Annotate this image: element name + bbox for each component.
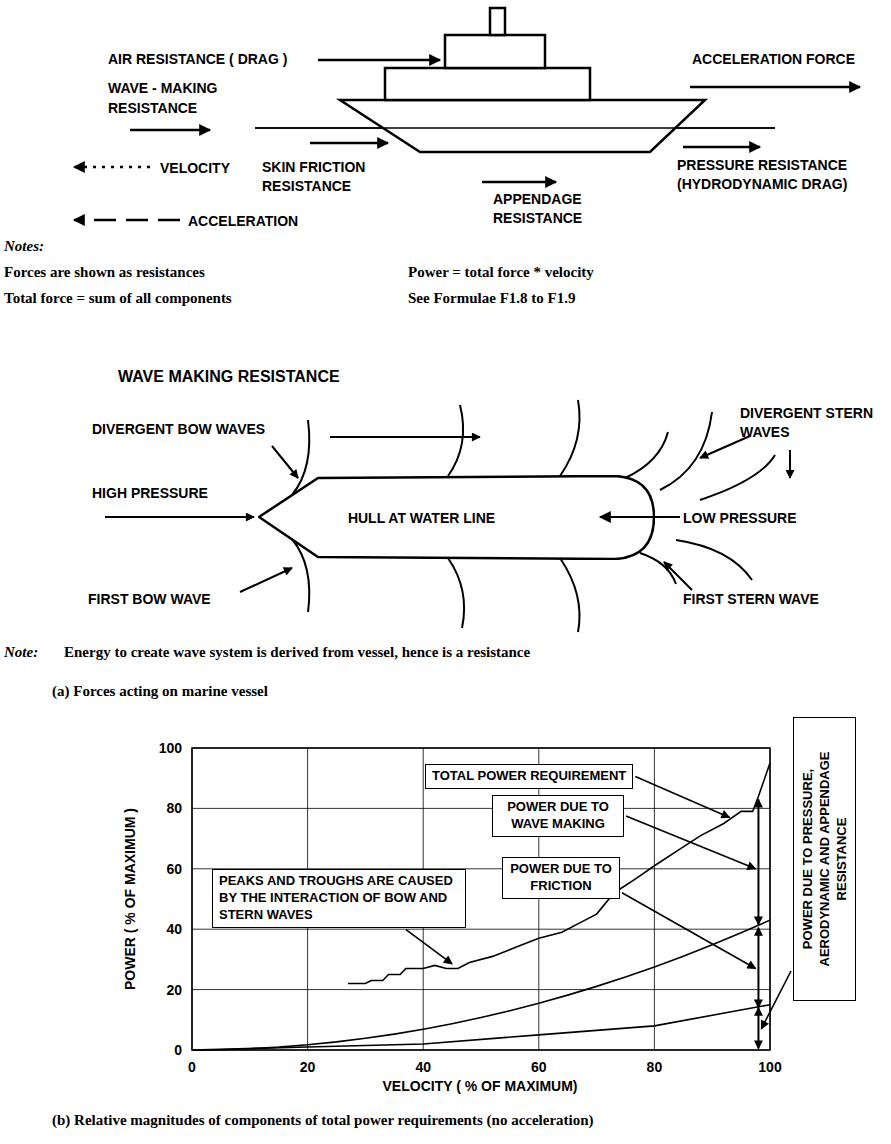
caption: (a) Forces acting on marine vessel <box>52 681 268 701</box>
hull-shape <box>259 476 654 559</box>
tick-label: 100 <box>758 1058 781 1077</box>
callout-box: TOTAL POWER REQUIREMENT <box>425 764 633 789</box>
note-text: See Formulae F1.8 to F1.9 <box>408 288 575 308</box>
axis-title: POWER ( % OF MAXIMUM ) <box>121 808 140 990</box>
tick-label: 40 <box>166 920 182 939</box>
tick-label: 60 <box>531 1058 547 1077</box>
force-arrows <box>74 60 860 220</box>
force-label: APPENDAGE RESISTANCE <box>493 190 605 228</box>
tick-label: 0 <box>188 1058 196 1077</box>
grid-line <box>654 748 655 1050</box>
leader-line <box>626 816 756 869</box>
power-curve <box>192 1005 770 1050</box>
grid-line <box>192 929 770 930</box>
leader-line <box>406 930 452 964</box>
magnitude-arrow <box>757 799 759 924</box>
hull-outline: HULL AT WATER LINE <box>258 475 655 560</box>
wave-label: LOW PRESSURE <box>683 509 797 528</box>
wave-label: DIVERGENT BOW WAVES <box>92 420 265 439</box>
force-label: PRESSURE RESISTANCE (HYDRODYNAMIC DRAG) <box>677 156 887 194</box>
callout-text: POWER DUE TO FRICTION <box>509 861 613 895</box>
force-label: SKIN FRICTION RESISTANCE <box>262 158 392 196</box>
tick-label: 20 <box>300 1058 316 1077</box>
plot-frame <box>192 748 770 1050</box>
magnitude-arrow <box>757 1008 759 1049</box>
callout-text: POWER DUE TO PRESSURE, AERODYNAMIC AND A… <box>799 724 850 994</box>
legend-label: ACCELERATION <box>188 212 298 231</box>
power-curve <box>192 920 770 1050</box>
power-chart <box>192 748 791 1050</box>
grid-line <box>192 808 770 809</box>
tick-label: 60 <box>166 859 182 878</box>
axis-title: VELOCITY ( % OF MAXIMUM) <box>383 1077 578 1096</box>
note-text: Total force = sum of all components <box>4 288 232 308</box>
wave-label: DIVERGENT STERN WAVES <box>740 404 886 442</box>
callout-box: POWER DUE TO WAVE MAKING <box>492 795 624 837</box>
legend-label: VELOCITY <box>160 159 230 178</box>
tick-label: 80 <box>647 1058 663 1077</box>
tick-label: 100 <box>159 739 182 758</box>
force-label: ACCELERATION FORCE <box>692 50 855 69</box>
tick-label: 0 <box>174 1041 182 1060</box>
grid-line <box>192 989 770 990</box>
wave-label: FIRST BOW WAVE <box>88 590 211 609</box>
note-text: Energy to create wave system is derived … <box>64 642 530 662</box>
callout-box: PEAKS AND TROUGHS ARE CAUSED BY THE INTE… <box>212 869 466 928</box>
leader-line <box>761 971 791 1029</box>
note-heading: Note: <box>4 642 38 662</box>
callout-box: POWER DUE TO FRICTION <box>502 857 620 899</box>
note-text: Power = total force * velocity <box>408 262 594 282</box>
force-label: WAVE - MAKING RESISTANCE <box>108 78 248 118</box>
force-label: AIR RESISTANCE ( DRAG ) <box>108 50 287 69</box>
ship-drawing <box>255 8 775 152</box>
tick-label: 80 <box>166 799 182 818</box>
note-heading: Notes: <box>4 236 44 256</box>
caption: (b) Relative magnitudes of components of… <box>52 1110 594 1130</box>
section-heading: WAVE MAKING RESISTANCE <box>118 366 340 388</box>
wave-label: FIRST STERN WAVE <box>683 590 819 609</box>
note-text: Forces are shown as resistances <box>4 262 205 282</box>
hull-label: HULL AT WATER LINE <box>348 510 495 526</box>
magnitude-arrow <box>757 928 759 1008</box>
tick-label: 40 <box>415 1058 431 1077</box>
leader-line <box>622 893 756 969</box>
callout-box: POWER DUE TO PRESSURE, AERODYNAMIC AND A… <box>793 717 856 1001</box>
wave-label: HIGH PRESSURE <box>92 484 208 503</box>
callout-text: POWER DUE TO WAVE MAKING <box>499 799 617 833</box>
leader-line <box>635 776 729 817</box>
callout-text: PEAKS AND TROUGHS ARE CAUSED BY THE INTE… <box>219 873 459 924</box>
callout-text: TOTAL POWER REQUIREMENT <box>432 768 626 785</box>
tick-label: 20 <box>166 980 182 999</box>
grid-line <box>538 748 539 1050</box>
